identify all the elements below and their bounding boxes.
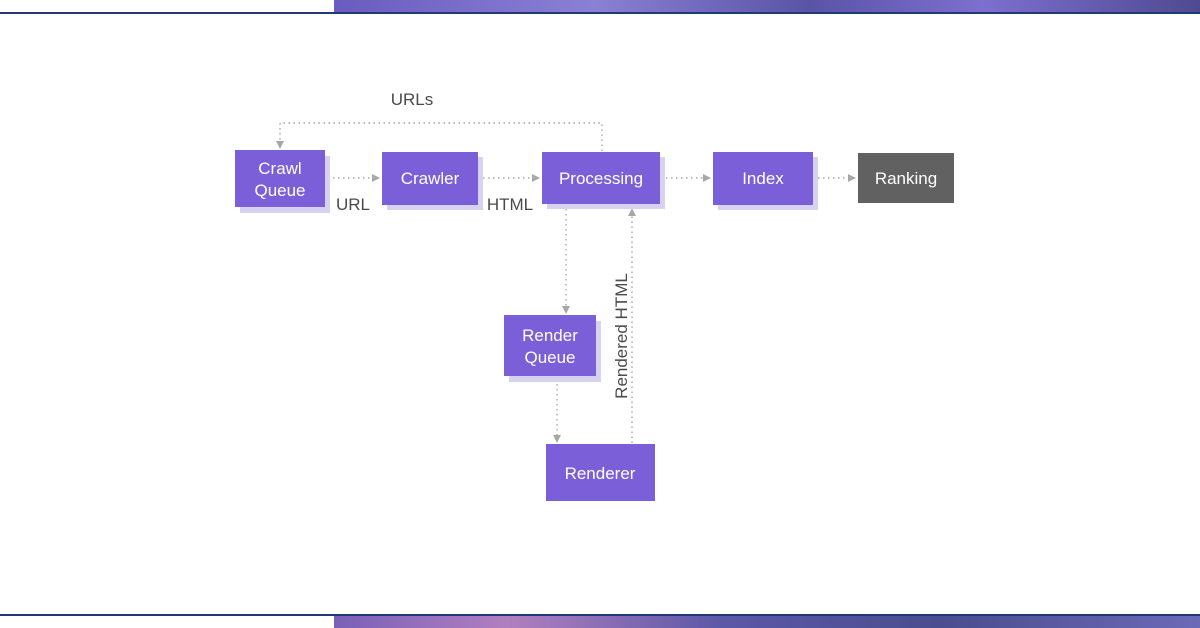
bottom-divider-line (0, 614, 1200, 616)
top-divider-line (0, 12, 1200, 14)
node-renderer-label: Renderer (565, 464, 636, 483)
node-ranking-label: Ranking (875, 169, 937, 188)
node-processing: Processing (542, 152, 665, 209)
node-crawler: Crawler (382, 152, 483, 210)
node-crawl-queue-line2: Queue (254, 181, 305, 200)
node-crawler-label: Crawler (401, 169, 460, 188)
top-photo-strip (0, 0, 1200, 14)
label-urls: URLs (391, 90, 434, 109)
edges (276, 122, 856, 443)
label-html: HTML (487, 195, 533, 214)
node-index-label: Index (742, 169, 784, 188)
node-render-queue-line1: Render (522, 326, 578, 345)
node-crawl-queue: Crawl Queue (235, 150, 330, 213)
bottom-photo (334, 616, 1200, 628)
label-rendered-html: Rendered HTML (612, 273, 631, 399)
node-index: Index (713, 152, 818, 210)
node-crawl-queue-line1: Crawl (258, 159, 301, 178)
edge-urls-loop (276, 122, 603, 151)
node-renderer: Renderer (546, 444, 655, 501)
node-processing-label: Processing (559, 169, 643, 188)
label-url: URL (336, 195, 370, 214)
node-render-queue: Render Queue (504, 315, 601, 382)
top-photo (334, 0, 1200, 12)
node-ranking: Ranking (858, 153, 954, 203)
node-render-queue-line2: Queue (524, 348, 575, 367)
bottom-photo-strip (0, 614, 1200, 628)
